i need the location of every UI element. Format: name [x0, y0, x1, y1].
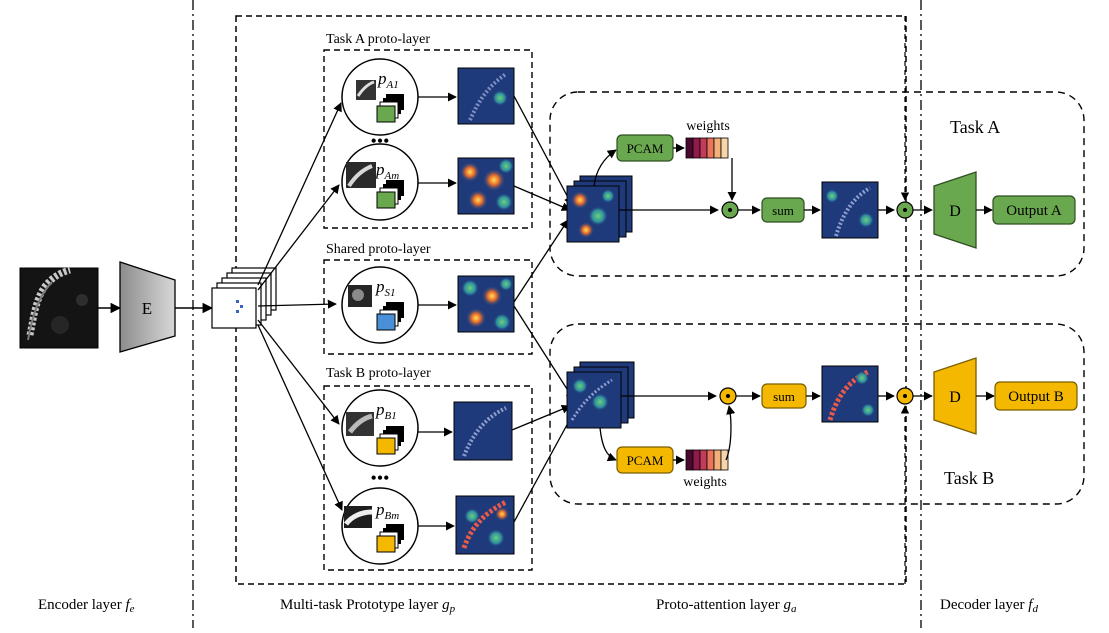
task-a-decoder-block: D [933, 171, 977, 249]
task-a-map-stack [566, 175, 633, 243]
heatmap-am [457, 157, 515, 215]
task-a-sum-block: sum [761, 197, 805, 223]
task-a-pcam-block: PCAM [616, 134, 674, 162]
task-a-weights-label: weights [686, 119, 730, 134]
heatmap-s1 [457, 275, 515, 333]
prototype-bm: pBm [341, 487, 419, 565]
task-b-map-stack [566, 361, 635, 429]
proto-bm-symbol: pBm [375, 500, 399, 522]
task-b-ellipsis: ••• [371, 468, 390, 488]
task-a-final-multiply-operator [896, 201, 914, 219]
attention-section-label: Proto-attention layer ga [656, 597, 797, 615]
task-b-sum-block: sum [761, 383, 807, 409]
task-b-pcam-block: PCAM [616, 446, 674, 474]
proto-a1-symbol: pA1 [377, 69, 399, 91]
task-a-multiply-operator [721, 201, 739, 219]
task-b-multiply-operator [719, 387, 737, 405]
task-b-output-label: Output B [1008, 389, 1063, 405]
prototype-am: pAm [341, 143, 419, 221]
encoder-label: E [142, 299, 152, 318]
weight-cell [720, 137, 729, 159]
task-b-decoder-label: D [949, 389, 961, 406]
weight-cell [706, 449, 715, 471]
decoder-section-label: Decoder layer fd [940, 597, 1038, 615]
weight-cell [720, 449, 729, 471]
weight-cell [692, 449, 701, 471]
task-a-output-label: Output A [1006, 203, 1062, 219]
task-b-stack-to-pcam-arrow [599, 427, 617, 462]
weight-cell [685, 449, 694, 471]
proto-am-cube [376, 180, 404, 209]
task-a-weights-bar [685, 137, 729, 159]
task-a-pcam-label: PCAM [627, 141, 664, 156]
proto-a1-cube [376, 94, 404, 123]
task-b-output-block: Output B [994, 381, 1078, 411]
prototype-a1: pA1 [341, 58, 419, 136]
task-a-stack-to-pcam-arrow [593, 149, 617, 187]
task-b-weights-bar [685, 449, 729, 471]
feature-to-prototype-arrows [257, 102, 343, 511]
proto-s1-symbol: pS1 [375, 277, 396, 299]
weight-cell [713, 137, 722, 159]
prototype-b1: pB1 [341, 389, 419, 467]
task-a-attention-map [821, 181, 879, 239]
encoder-section-label: Encoder layer fe [38, 597, 135, 615]
task-b-decoder-block: D [933, 357, 977, 435]
heatmap-a1 [457, 67, 515, 125]
task-b-title: Task B [944, 468, 994, 488]
proto-b1-symbol: pB1 [375, 400, 397, 422]
task-a-proto-layer-title: Task A proto-layer [326, 32, 430, 47]
heatmap-to-stack-arrows [511, 95, 575, 523]
heatmap-b1 [453, 401, 513, 461]
feature-map-stack [211, 267, 277, 329]
task-a-sum-label: sum [772, 203, 794, 218]
input-image [19, 266, 99, 349]
heatmap-bm [455, 495, 515, 555]
weight-cell [699, 137, 708, 159]
prototype-section-label: Multi-task Prototype layer gp [280, 597, 456, 615]
task-a-title: Task A [950, 117, 1000, 137]
prototype-to-heatmap-arrows [418, 92, 457, 531]
task-b-weights-to-mult-arrow [725, 405, 736, 461]
encoder-block: E [119, 261, 176, 353]
shared-proto-layer-box [323, 259, 533, 355]
weight-cell [692, 137, 701, 159]
task-a-ellipsis: ••• [371, 131, 390, 151]
proto-b1-cube [376, 426, 404, 455]
prototype-s1: pS1 [341, 266, 419, 344]
task-b-pcam-label: PCAM [627, 453, 664, 468]
weight-cell [685, 137, 694, 159]
task-b-weights-label: weights [683, 475, 727, 490]
task-b-attention-map [821, 365, 879, 423]
task-b-proto-layer-box [323, 385, 533, 571]
task-b-sum-label: sum [773, 389, 795, 404]
task-a-decoder-label: D [949, 203, 961, 220]
weight-cell [699, 449, 708, 471]
proto-bm-cube [376, 524, 404, 553]
proto-am-symbol: pAm [375, 160, 399, 182]
shared-proto-layer-title: Shared proto-layer [326, 242, 431, 257]
task-a-output-block: Output A [992, 195, 1076, 225]
task-b-proto-layer-title: Task B proto-layer [326, 366, 431, 381]
proto-s1-cube [376, 302, 404, 331]
weight-cell [713, 449, 722, 471]
task-b-final-multiply-operator [896, 387, 914, 405]
weight-cell [706, 137, 715, 159]
